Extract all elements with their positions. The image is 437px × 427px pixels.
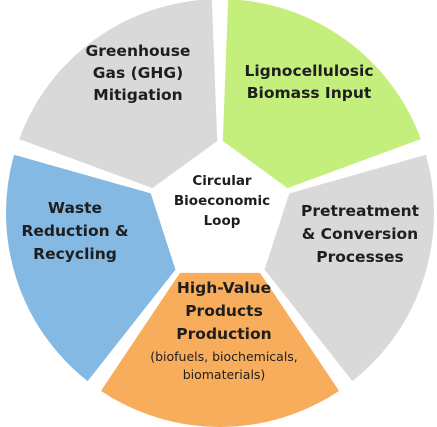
segment-label-waste-reduction-recycling-line-2: Reduction & <box>21 222 128 240</box>
segment-sublabel-high-value-products-production-line-1: (biofuels, biochemicals, <box>150 349 298 364</box>
center-label-line-1: Circular <box>192 173 252 189</box>
center-label-line-2: Bioeconomic <box>174 193 270 209</box>
segment-high-value-products-production <box>100 272 340 427</box>
segment-ghg-mitigation <box>19 0 218 189</box>
segment-label-high-value-products-production-line-2: Products <box>185 302 263 320</box>
segment-label-high-value-products-production-line-1: High-Value <box>177 279 271 297</box>
segment-label-pretreatment-conversion-processes-line-1: Pretreatment <box>301 202 420 220</box>
segment-label-pretreatment-conversion-processes-line-3: Processes <box>316 248 404 266</box>
segment-waste-reduction-recycling <box>6 154 176 382</box>
segment-label-waste-reduction-recycling-line-1: Waste <box>48 199 102 217</box>
segment-pretreatment-conversion-processes <box>264 154 434 382</box>
segment-label-waste-reduction-recycling-line-3: Recycling <box>33 245 117 263</box>
segments-layer <box>6 0 434 427</box>
segment-label-ghg-mitigation-line-3: Mitigation <box>93 86 182 104</box>
segment-label-high-value-products-production-line-3: Production <box>176 325 271 343</box>
segment-sublabel-high-value-products-production-line-2: biomaterials) <box>183 367 266 382</box>
segment-label-lignocellulosic-biomass-input-line-2: Biomass Input <box>247 84 372 102</box>
segment-label-ghg-mitigation-line-2: Gas (GHG) <box>93 64 183 82</box>
center-label-line-3: Loop <box>204 213 241 229</box>
segment-label-ghg-mitigation-line-1: Greenhouse <box>86 42 191 60</box>
segment-label-pretreatment-conversion-processes-line-2: & Conversion <box>302 225 418 243</box>
segment-label-lignocellulosic-biomass-input-line-1: Lignocellulosic <box>244 62 373 80</box>
segment-lignocellulosic-biomass-input <box>222 0 421 189</box>
